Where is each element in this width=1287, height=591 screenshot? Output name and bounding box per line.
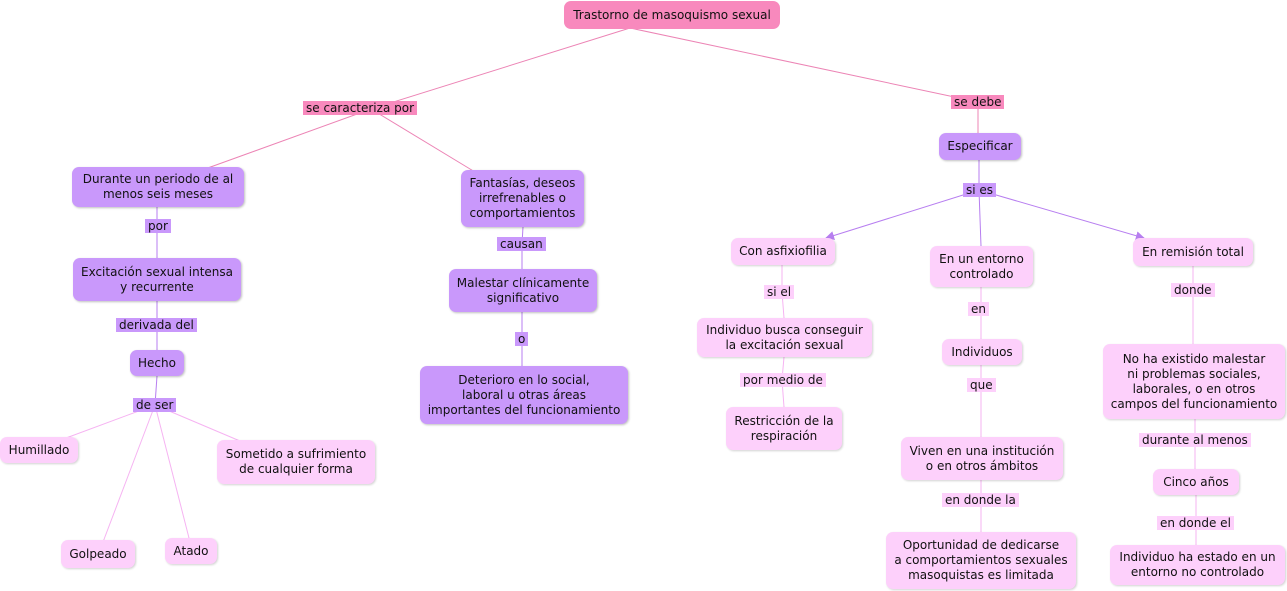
link-causan: causan [497,237,546,251]
line-caracteriza-periodo [204,108,372,170]
link-de-ser: de ser [133,398,177,412]
node-deterioro[interactable]: Deterioro en lo social, laboral u otras … [420,366,628,424]
link-se-caracteriza-por: se caracteriza por [303,101,417,115]
line-sies-asfixiofilia [825,189,980,240]
node-fantasias[interactable]: Fantasías, deseos irrefrenables o compor… [461,170,584,227]
line-root-debe [629,27,979,103]
node-especificar[interactable]: Especificar [939,133,1021,160]
link-en-donde-el: en donde el [1157,516,1234,530]
node-entorno[interactable]: En un entorno controlado [930,246,1033,287]
node-sometido[interactable]: Sometido a sufrimiento de cualquier form… [217,440,375,484]
node-oportunidad[interactable]: Oportunidad de dedicarse a comportamient… [886,532,1076,589]
root-concept[interactable]: Trastorno de masoquismo sexual [564,1,780,29]
node-individuo-ha[interactable]: Individuo ha estado en un entorno no con… [1110,545,1285,585]
line-root-caracteriza [370,27,631,110]
link-o: o [515,332,529,346]
node-cinco-anos[interactable]: Cinco años [1153,469,1239,495]
node-no-malestar[interactable]: No ha existido malestar ni problemas soc… [1103,344,1285,419]
link-donde: donde [1171,283,1215,297]
node-humillado[interactable]: Humillado [0,437,78,463]
link-por-medio-de: por medio de [740,373,826,387]
line-caracteriza-fantasias [370,108,476,173]
line-deser-golpeado [102,404,156,543]
node-individuo-busca[interactable]: Individuo busca conseguir la excitación … [697,318,872,357]
node-periodo[interactable]: Durante un periodo de al menos seis mese… [72,167,244,207]
node-remision[interactable]: En remisión total [1133,238,1253,266]
link-en: en [968,302,989,316]
node-malestar[interactable]: Malestar clínicamente significativo [449,269,597,312]
node-individuos[interactable]: Individuos [942,339,1022,365]
node-hecho[interactable]: Hecho [130,350,184,376]
link-por: por [145,219,171,233]
link-si-es: si es [963,183,997,197]
link-en-donde-la: en donde la [942,493,1019,507]
node-restriccion[interactable]: Restricción de la respiración [726,407,842,450]
link-si-el: si el [764,285,795,299]
node-viven[interactable]: Viven en una institución o en otros ámbi… [901,437,1063,480]
link-que: que [967,378,996,392]
link-durante-al-menos: durante al menos [1139,433,1251,447]
line-sies-entorno [978,189,982,247]
link-derivada-del: derivada del [116,318,197,332]
node-golpeado[interactable]: Golpeado [61,540,135,568]
link-se-debe: se debe [951,95,1005,109]
line-sies-remision [978,189,1145,241]
node-excitacion[interactable]: Excitación sexual intensa y recurrente [73,258,241,301]
node-asfixiofilia[interactable]: Con asfixiofilia [731,238,835,265]
line-deser-atado [154,404,190,539]
node-atado[interactable]: Atado [165,538,217,564]
